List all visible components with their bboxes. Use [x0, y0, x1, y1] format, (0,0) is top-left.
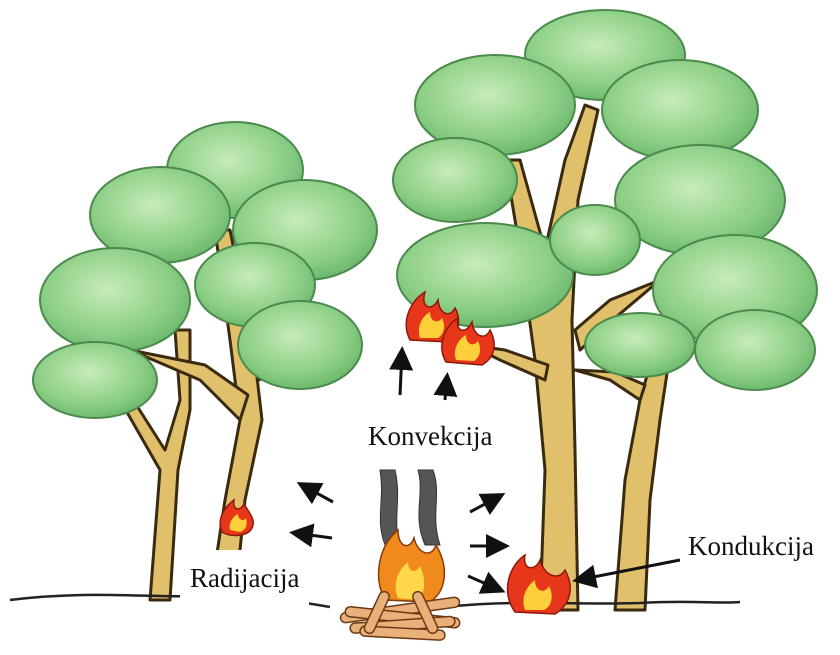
radiation-arrow-icon	[302, 485, 333, 502]
smoke-icon	[380, 470, 440, 545]
radiation-arrow-icon	[295, 533, 332, 538]
radiation-arrow-icon	[470, 496, 500, 512]
radiation-arrow-icon	[468, 576, 500, 590]
convection-arrow-icon	[445, 378, 447, 400]
radiation-label: Radijacija	[180, 550, 309, 606]
convection-arrows	[400, 352, 447, 400]
convection-label: Konvekcija	[360, 418, 500, 456]
convection-arrow-icon	[400, 352, 402, 395]
conduction-label: Kondukcija	[680, 528, 822, 566]
campfire-icon	[340, 530, 460, 640]
